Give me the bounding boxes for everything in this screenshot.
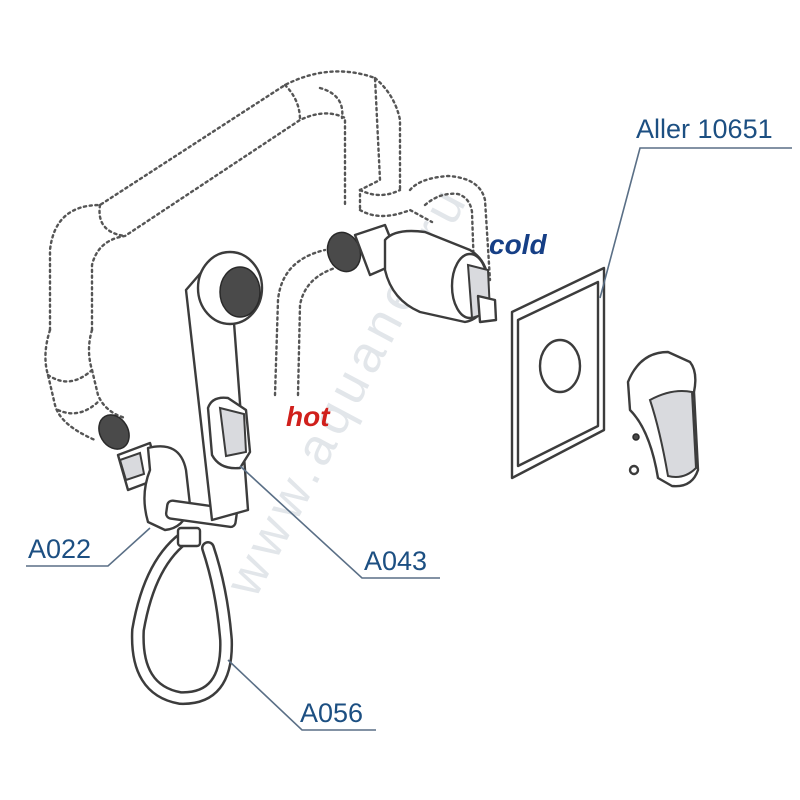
hot-label: hot bbox=[286, 401, 331, 432]
elbow-connector bbox=[98, 414, 238, 532]
hidden-pipework bbox=[44, 70, 492, 442]
part-label-a056: A056 bbox=[300, 698, 363, 728]
lever-handle bbox=[626, 350, 700, 488]
part-label-a043: A043 bbox=[364, 546, 427, 576]
mixer-valve-body bbox=[326, 223, 498, 324]
hand-shower bbox=[184, 250, 264, 522]
shower-hose bbox=[130, 526, 234, 706]
wall-plate bbox=[510, 266, 606, 480]
leader-lines bbox=[26, 147, 792, 731]
part-label-a022: A022 bbox=[28, 534, 91, 564]
product-label: Aller 10651 bbox=[636, 114, 773, 144]
cold-label: cold bbox=[489, 229, 547, 260]
